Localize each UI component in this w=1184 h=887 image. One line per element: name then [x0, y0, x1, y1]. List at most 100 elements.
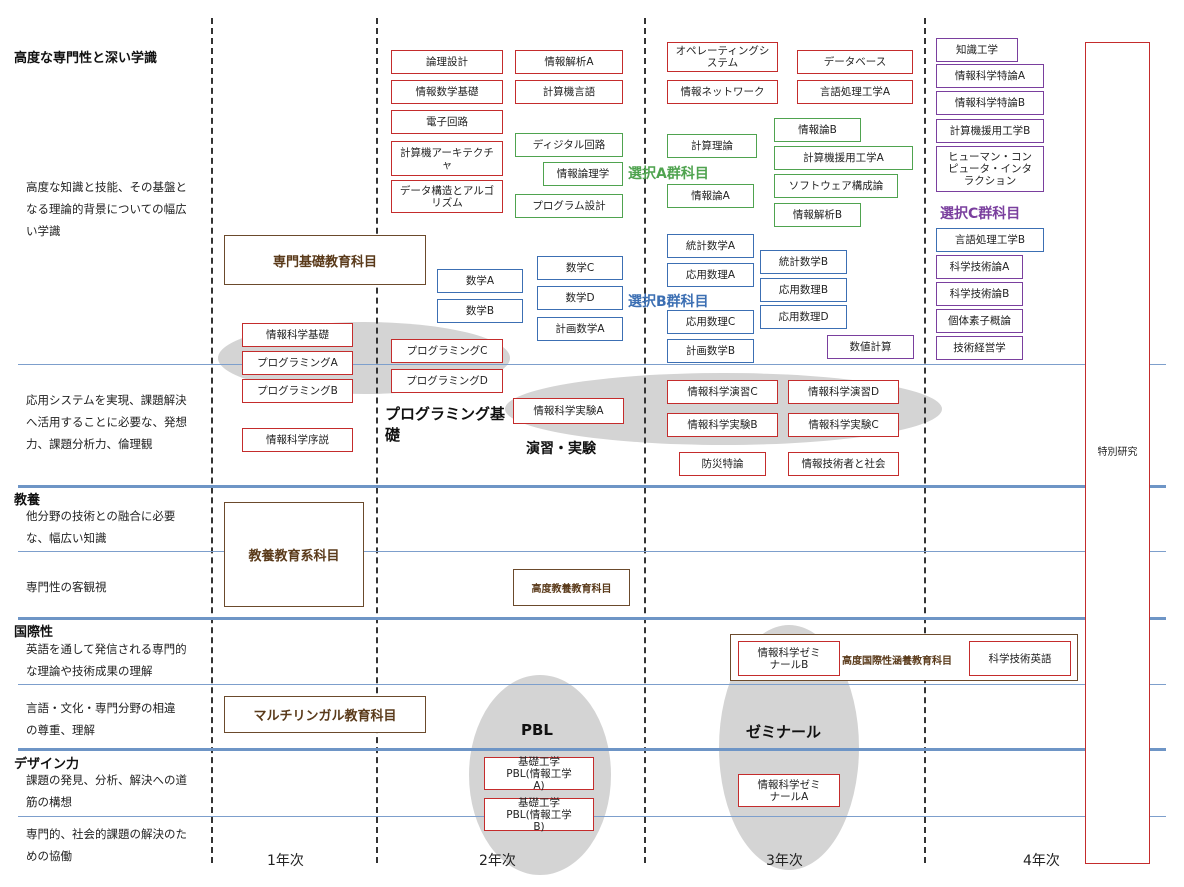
- course-digital: ディジタル回路: [515, 133, 623, 157]
- course-progA: プログラミングA: [242, 351, 353, 375]
- course-johokaisekiA: 情報解析A: [515, 50, 623, 74]
- course-enyoB: 計算機援用工学B: [936, 119, 1044, 143]
- group-label-exercise: 演習・実験: [526, 441, 596, 457]
- course-progB: プログラミングB: [242, 379, 353, 403]
- course-josetsu: 情報科学序説: [242, 428, 353, 452]
- group-label-seminar: ゼミナール: [746, 723, 822, 741]
- course-ronri: 論理設計: [391, 50, 503, 74]
- course-pbl1: 基礎工学PBL(情報工学A): [484, 756, 594, 792]
- course-sugakukiso: 情報数学基礎: [391, 80, 503, 104]
- course-suchi: 数値計算: [827, 335, 914, 359]
- course-progC: プログラミングC: [391, 339, 503, 363]
- group-label-pbl: PBL: [521, 721, 553, 739]
- section-intl: 国際性: [14, 625, 54, 640]
- course-chishiki: 知識工学: [936, 38, 1018, 62]
- description-collaboration: 専門的、社会的課題の解決のための協働: [26, 827, 187, 863]
- category-multilingual: マルチリンガル教育科目: [224, 696, 426, 733]
- course-sugakuA: 数学A: [437, 269, 523, 293]
- section-divider: [18, 485, 1166, 488]
- course-shakai: 情報技術者と社会: [788, 452, 899, 476]
- course-jikkenC: 情報科学実験C: [788, 413, 899, 437]
- course-os: オペレーティングシステム: [667, 42, 778, 72]
- course-bosai: 防災特論: [679, 452, 766, 476]
- course-denshi: 電子回路: [391, 110, 503, 134]
- course-progD: プログラミングD: [391, 369, 503, 393]
- course-johoronA: 情報論A: [667, 184, 754, 208]
- course-network: 情報ネットワーク: [667, 80, 778, 104]
- description-language: 言語・文化・専門分野の相違の尊重、理解: [26, 701, 176, 737]
- year-label-3: 3年次: [766, 853, 803, 869]
- course-zemiB: 情報科学ゼミナールB: [738, 641, 840, 676]
- description-english: 英語を通して発信される専門的な理論や技術成果の理解: [26, 642, 187, 678]
- course-tokeiB: 統計数学B: [760, 250, 847, 274]
- course-keisanriron: 計算理論: [667, 134, 757, 158]
- description-knowledge: 高度な知識と技能、その基盤となる理論的背景についての幅広い学識: [26, 180, 187, 238]
- year-separator-1: [211, 18, 213, 863]
- year-separator-2: [376, 18, 378, 863]
- course-tokuronB: 情報科学特論B: [936, 91, 1044, 115]
- course-progdesign: プログラム設計: [515, 194, 623, 218]
- section-design: デザイン力: [14, 757, 80, 772]
- course-arch: 計算機アーキテクチャ: [391, 141, 503, 176]
- course-enshuD: 情報科学演習D: [788, 380, 899, 404]
- course-sugakuD: 数学D: [537, 286, 623, 310]
- row-divider: [18, 684, 1166, 685]
- category-basic: 専門基礎教育科目: [224, 235, 426, 285]
- group-label-c: 選択C群科目: [940, 206, 1021, 222]
- section-expertise: 高度な専門性と深い学識: [14, 51, 158, 66]
- course-keiei: 技術経営学: [936, 336, 1023, 360]
- course-datastruct: データ構造とアルゴリズム: [391, 180, 503, 213]
- row-divider: [18, 551, 1166, 552]
- course-oyoD: 応用数理D: [760, 305, 847, 329]
- section-divider: [18, 617, 1166, 620]
- course-gijutsuronA: 科学技術論A: [936, 255, 1023, 279]
- course-johoronB: 情報論B: [774, 118, 861, 142]
- course-gijutsuronB: 科学技術論B: [936, 282, 1023, 306]
- category-advanced-liberal: 高度教養教育科目: [513, 569, 630, 606]
- course-kotai: 個体素子概論: [936, 309, 1023, 333]
- year-label-1: 1年次: [267, 853, 304, 869]
- course-sugakuB: 数学B: [437, 299, 523, 323]
- row-divider: [18, 364, 1166, 365]
- course-jikkenB: 情報科学実験B: [667, 413, 778, 437]
- group-label-a: 選択A群科目: [628, 166, 709, 182]
- course-keikakuA: 計画数学A: [537, 317, 623, 341]
- course-ronrigaku: 情報論理学: [543, 162, 623, 186]
- description-problem: 課題の発見、分析、解決への道筋の構想: [26, 773, 187, 809]
- course-sugakuC: 数学C: [537, 256, 623, 280]
- year-separator-4: [924, 18, 926, 863]
- group-label-b: 選択B群科目: [628, 294, 709, 310]
- year-label-2: 2年次: [479, 853, 516, 869]
- course-jikkenA: 情報科学実験A: [513, 398, 624, 424]
- course-keikakuB: 計画数学B: [667, 339, 754, 363]
- course-tokuronA: 情報科学特論A: [936, 64, 1044, 88]
- course-eigo: 科学技術英語: [969, 641, 1071, 676]
- course-oyoA: 応用数理A: [667, 263, 754, 287]
- course-kagakukiso: 情報科学基礎: [242, 323, 353, 347]
- course-tokeiA: 統計数学A: [667, 234, 754, 258]
- course-enyoA: 計算機援用工学A: [774, 146, 913, 170]
- course-johokaisekiB: 情報解析B: [774, 203, 861, 227]
- section-liberal: 教養: [14, 493, 41, 508]
- course-oyoC: 応用数理C: [667, 310, 754, 334]
- course-gengoA3: 言語処理工学A: [797, 80, 913, 104]
- course-tokubetsu: 特別研究: [1085, 42, 1150, 864]
- section-divider: [18, 748, 1166, 751]
- description-application: 応用システムを実現、課題解決へ活用することに必要な、発想力、課題分析力、倫理観: [26, 393, 187, 451]
- course-gengoB: 言語処理工学B: [936, 228, 1044, 252]
- category-liberal: 教養教育系科目: [224, 502, 364, 607]
- description-objectivity: 専門性の客観視: [26, 580, 107, 594]
- course-pbl2: 基礎工学PBL(情報工学B): [484, 797, 594, 833]
- course-keisangengo: 計算機言語: [515, 80, 623, 104]
- course-oyoB: 応用数理B: [760, 278, 847, 302]
- course-software: ソフトウェア構成論: [774, 174, 898, 198]
- category-advanced-intl-label: 高度国際性涵養教育科目: [842, 656, 952, 667]
- year-separator-3: [644, 18, 646, 863]
- year-label-4: 4年次: [1023, 853, 1060, 869]
- group-label-programming: プログラミング基礎: [385, 405, 506, 444]
- course-zemiA: 情報科学ゼミナールA: [738, 774, 840, 807]
- course-db: データベース: [797, 50, 913, 74]
- course-hci: ヒューマン・コンピュータ・インタラクション: [936, 146, 1044, 192]
- course-enshuC: 情報科学演習C: [667, 380, 778, 404]
- description-fusion: 他分野の技術との融合に必要な、幅広い知識: [26, 509, 176, 545]
